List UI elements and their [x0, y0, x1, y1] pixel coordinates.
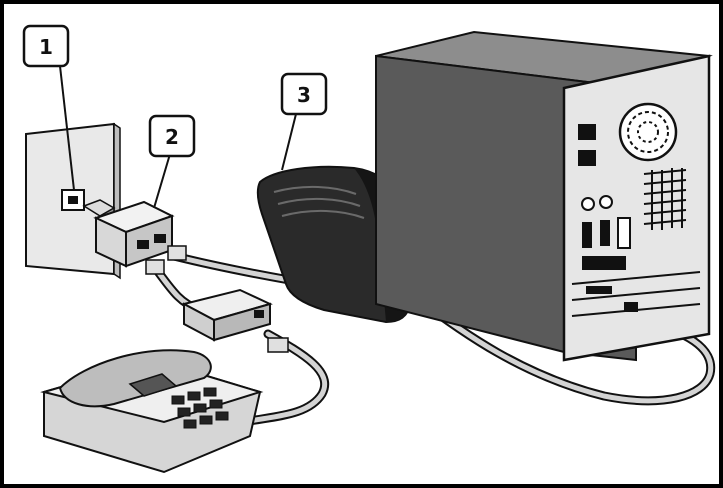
telephone	[44, 350, 260, 472]
computer-tower	[376, 32, 709, 360]
inline-filter	[184, 290, 270, 340]
network-diagram: 1 2 3	[4, 4, 719, 484]
callout-3: 3	[282, 74, 326, 170]
callout-3-label: 3	[297, 83, 311, 107]
callout-2: 2	[150, 116, 194, 208]
callout-1-label: 1	[39, 35, 53, 59]
callout-2-label: 2	[165, 125, 179, 149]
